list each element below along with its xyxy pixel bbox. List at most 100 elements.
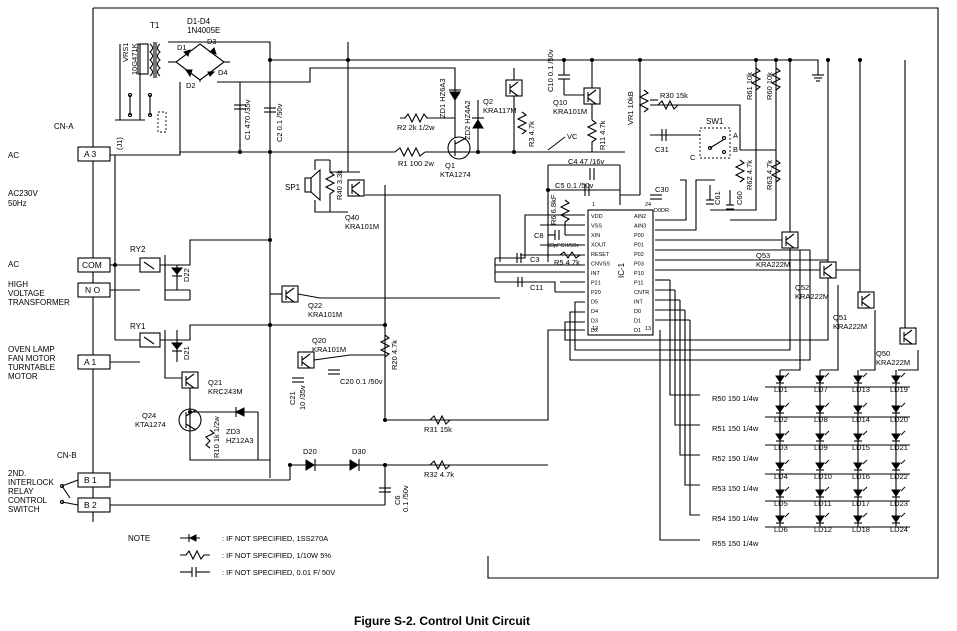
led-ld9: LD9 [814,430,830,452]
ic1-left-pin-label: D5 [591,300,598,306]
r52-label: R52 150 1/4w [712,454,759,463]
resistor-r1: R1 100 2w [394,146,434,168]
capacitor-c2: C2 0.1 /50v [264,103,284,142]
transistor-q22: Q22 KRA101M [270,285,342,319]
capacitor-c20: C20 0.1 /50v [328,369,383,386]
pin-a3-label: A 3 [84,149,97,159]
capacitor-c31: C31 [655,129,669,154]
sw1-a-label: A [733,131,738,140]
capacitor-c30: C30 [650,185,669,200]
hvt-line1: HIGH [8,280,28,289]
ic1-left-pin-label: P21 [591,281,601,287]
led-label: LD13 [852,385,870,394]
main-wiring [110,41,919,541]
transistor-q50: Q50 KRA222M [876,327,917,367]
q53-label: Q53 [756,251,770,260]
led-ld5: LD5 [774,486,790,508]
resistor-r6: R6 6.8kF [549,194,571,235]
resistor-r60: R60 10k [765,67,782,100]
vr1-label: VR1 10kB [626,91,635,125]
r30-label: R30 15k [660,91,688,100]
c2-label: C2 0.1 /50v [275,103,284,142]
led-ld10: LD10 [814,459,832,481]
resistor-r61: R61 10k [745,67,762,100]
led-ld6: LD6 [774,512,790,534]
transistor-q2: Q2 KRA117M [483,68,523,152]
q10-label: Q10 [553,98,567,107]
ic1-pin1: 1 [592,202,595,208]
oven-line4: MOTOR [8,372,38,381]
oven-line2: FAN MOTOR [8,354,56,363]
speaker-sp1: SP1 [285,159,348,213]
d20-label: D20 [303,447,317,456]
led-ld19: LD19 [890,372,908,394]
r55-label: R55 150 1/4w [712,539,759,548]
ic1-right-pin-label: AIN3 [634,224,646,230]
diode-d21: D21 [170,330,191,362]
ic1-left-pin-label: P20 [591,290,601,296]
capacitor-c4: C4 47 /16v [568,157,605,180]
ic1-right-pin-label: P03 [634,262,644,268]
q20-label: Q20 [312,336,326,345]
led-label: LD14 [852,415,870,424]
q40-type: KRA101M [345,222,379,231]
d4-label: D4 [218,68,228,77]
c21-label: C21 [288,391,297,405]
zd2-label: ZD2 HZ4A2 [463,100,472,140]
figure-caption: Figure S-2. Control Unit Circuit [354,614,530,628]
led-label: LD1 [774,385,788,394]
capacitor-c3: C3 [516,253,540,264]
c31-label: C31 [655,145,669,154]
r60-label: R60 10k [765,72,774,100]
pin-com-box [77,257,111,273]
pin-b2-label: B 2 [84,500,97,510]
q50-label: Q50 [876,349,890,358]
q50-type: KRA222M [876,358,910,367]
led-ld3: LD3 [774,430,790,452]
led-label: LD4 [774,472,788,481]
q20-type: KRA101M [312,345,346,354]
c21-value: 10 /35v [298,385,307,410]
resistor-r32: R32 4.7k [424,459,454,479]
zener-zd1: ZD1 HZ6A3 [438,78,461,120]
c6-label: C6 [393,495,402,505]
interlock-line2: INTERLOCK [8,478,54,487]
ry2-label: RY2 [130,245,146,254]
note-diode: : IF NOT SPECIFIED, 1SS270A [222,534,328,543]
ic1-left-pin-label: INT [591,271,601,277]
led-label: LD17 [852,499,870,508]
d3-label: D3 [207,37,217,46]
transistor-q52: Q52 KRA222M [795,261,837,301]
capacitor-c60: C60 [726,190,744,210]
vrs1-label: VRS1 [121,42,130,62]
jumper-j1: (J1) [115,92,167,150]
resistor-r5: R5 4.7k [554,251,581,267]
notes-legend: NOTE : IF NOT SPECIFIED, 1SS270A : IF NO… [128,534,335,577]
led-ld20: LD20 [890,402,908,424]
diode-d20: D20 [303,447,317,471]
led-label: LD20 [890,415,908,424]
c30-label: C30 [655,185,669,194]
r50-label: R50 150 1/4w [712,394,759,403]
q24-type: KTA1274 [135,420,166,429]
ic1-right-pin-label: AIN2 [634,214,646,220]
r63-label: R63 4.7k [765,160,774,190]
resistor-r62: R62 4.7k [734,159,754,190]
resistor-r2: R2 2k 1/2w [397,112,455,132]
r53-label: R53 150 1/4w [712,484,759,493]
potentiometer-vr1: VR1 10kB [626,89,658,125]
led-label: LD3 [774,443,788,452]
led-label: LD11 [814,499,831,508]
capacitor-c21: C21 10 /35v [288,377,307,410]
ic1-left-pin-label: D4 [591,309,598,315]
hvt-line3: TRANSFORMER [8,298,70,307]
r61-label: R61 10k [745,72,754,100]
ic1-left-pin-label: XOUT [591,243,607,249]
pin-no-label: N O [85,285,101,295]
pin-a1-label: A 1 [84,357,97,367]
switch-sw1: SW1 A B C [690,117,738,162]
interlock-line5: SWITCH [8,505,40,514]
q1-label: Q1 [445,161,455,170]
cn-a-label: CN-A [54,122,74,131]
